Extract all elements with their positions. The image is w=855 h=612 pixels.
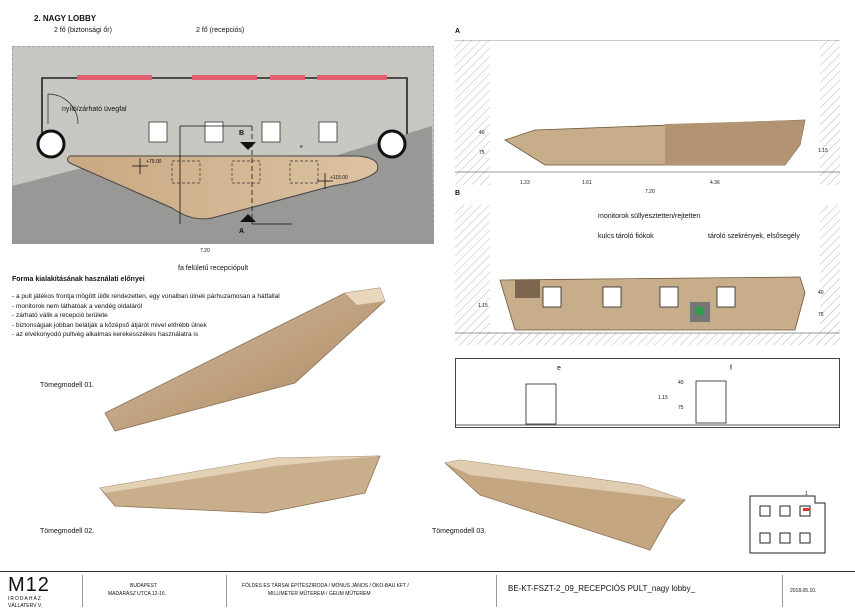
section-b-drawing [455, 205, 840, 345]
section-e-label: e [557, 365, 561, 372]
section-a-dim-1: 1.23 [520, 180, 530, 186]
dim-total: 7.20 [200, 248, 210, 254]
section-ef-frame [455, 358, 840, 428]
sheet-title: BE-KT-FSZT-2_09_RECEPCIÓS PULT_nagy lobb… [508, 584, 696, 593]
logo-main: M12 [8, 574, 50, 596]
section-b-height-1: 1.15 [478, 303, 488, 309]
label-monitors: monitorok süllyesztetten/rejtetten [598, 213, 701, 220]
logo-sub2: VÁLLATERV V. [8, 603, 43, 609]
footer-divider [0, 571, 855, 572]
section-a-title: A [455, 28, 461, 35]
mass-model-03 [440, 455, 690, 555]
footer-separator [82, 575, 83, 607]
section-b-height-2: 40 [818, 290, 824, 296]
model-01-label: Tömegmodell 01. [40, 382, 95, 389]
marker-e: e [300, 144, 303, 150]
model-03-label: Tömegmodell 03. [432, 528, 487, 535]
section-a-height-3: 1.15 [818, 148, 828, 154]
footer-separator [226, 575, 227, 607]
level-2: +115.00 [330, 175, 348, 181]
label-security: 2 fő (biztonsági őr) [54, 27, 112, 34]
level-1: +75.00 [146, 159, 162, 165]
label-drawers: kulcs tároló fiókok [598, 233, 654, 240]
section-b-height-3: 75 [818, 312, 824, 318]
office-line1: FÖLDES ÉS TÁRSAI ÉPÍTÉSZIRODA / MÓNUS JÁ… [242, 583, 409, 589]
section-title: 2. NAGY LOBBY [34, 14, 97, 23]
benefit-item: - az elvékonyodó pultvég alkalmas kereke… [12, 331, 199, 338]
marker-a: A [239, 228, 245, 235]
section-ef-height-2: 40 [678, 380, 684, 386]
section-a-dim-3: 4.36 [710, 180, 720, 186]
label-reception: 2 fő (recepciós) [196, 27, 245, 34]
mass-model-02 [95, 448, 395, 518]
section-a-height-2: 75 [479, 150, 485, 156]
section-b-title: B [455, 190, 461, 197]
label-glass-wall: nyíló/zárható üvegfal [62, 106, 127, 113]
benefits-title: Forma kialakításának használati előnyei [12, 276, 145, 283]
section-ef-height-3: 75 [678, 405, 684, 411]
section-a-dim-2: 1.61 [582, 180, 592, 186]
section-a-total: 7.20 [645, 189, 655, 195]
footer-separator [782, 575, 783, 607]
mass-model-01 [95, 283, 390, 433]
footer-date: 2018.05.10. [790, 588, 817, 594]
marker-b: B [239, 130, 245, 137]
footer-separator [496, 575, 497, 607]
address-city: BUDAPEST [130, 583, 157, 589]
label-cabinets: tároló szekrények, elsősegély [708, 233, 800, 240]
benefits-list: - a pult játékos frontja mögött ülők ren… [12, 292, 280, 340]
logo-sub1: IRODAHÁZ [8, 596, 42, 602]
benefit-item: - zárható válik a recepció területe [12, 312, 108, 319]
section-a-height-1: 40 [479, 130, 485, 136]
section-a-drawing [455, 39, 840, 185]
key-map [740, 488, 835, 558]
office-line2: MILLIMÉTER MŰTEREM / GEUM MŰTEREM [268, 591, 371, 597]
label-desk: fa felületű recepciópult [178, 265, 249, 272]
floor-plan [11, 45, 435, 257]
model-02-label: Tömegmodell 02. [40, 528, 95, 535]
section-f-label: f [730, 365, 732, 372]
benefit-item: - biztonságiak jobban belátják a középső… [12, 321, 207, 329]
keymap-marker: 1 [805, 491, 808, 497]
section-ef-height-1: 1.15 [658, 395, 668, 401]
address-street: MADARÁSZ UTCA 12-16. [108, 591, 167, 597]
benefit-item: - monitorok nem láthatóak a vendég oldal… [12, 302, 143, 310]
benefit-item: - a pult játékos frontja mögött ülők ren… [12, 293, 280, 300]
